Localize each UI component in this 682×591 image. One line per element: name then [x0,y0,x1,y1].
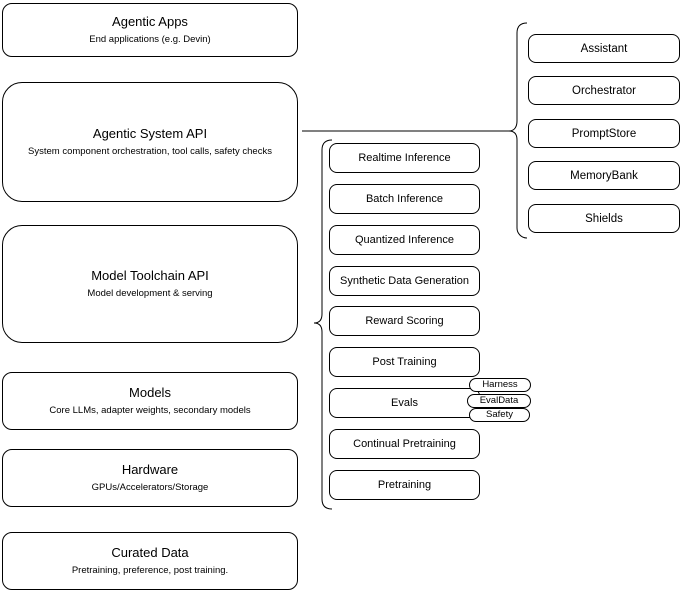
node-orchestrator: Orchestrator [528,76,680,105]
node-realtime-inference: Realtime Inference [329,143,480,173]
node-label: Shields [585,212,623,225]
tag-evaldata: EvalData [467,394,531,408]
tag-label: Harness [482,379,518,390]
box-title: Agentic Apps [112,14,188,29]
node-quantized-inference: Quantized Inference [329,225,480,255]
box-subtitle: System component orchestration, tool cal… [28,146,272,157]
tag-harness: Harness [469,378,531,392]
node-synthetic-data-generation: Synthetic Data Generation [329,266,480,296]
node-evals: Evals [329,388,480,418]
node-label: Realtime Inference [358,152,451,164]
box-model-toolchain-api: Model Toolchain API Model development & … [2,225,298,343]
box-title: Models [129,385,171,400]
node-label: Continual Pretraining [353,438,456,450]
node-label: Evals [391,397,418,409]
box-curated-data: Curated Data Pretraining, preference, po… [2,532,298,590]
node-label: Post Training [372,356,437,368]
node-batch-inference: Batch Inference [329,184,480,214]
box-subtitle: Pretraining, preference, post training. [71,565,229,576]
brace-system-group [508,22,528,239]
node-label: PromptStore [571,127,637,140]
box-agentic-apps: Agentic Apps End applications (e.g. Devi… [2,3,298,57]
box-subtitle: GPUs/Accelerators/Storage [91,482,209,493]
node-label: MemoryBank [570,169,638,182]
box-subtitle: Model development & serving [87,288,213,299]
box-title: Model Toolchain API [91,268,209,283]
box-subtitle: End applications (e.g. Devin) [89,34,211,45]
box-title: Curated Data [111,545,189,560]
box-hardware: Hardware GPUs/Accelerators/Storage [2,449,298,507]
node-reward-scoring: Reward Scoring [329,306,480,336]
node-assistant: Assistant [528,34,680,63]
tag-label: EvalData [479,395,519,406]
node-continual-pretraining: Continual Pretraining [329,429,480,459]
node-label: Reward Scoring [365,315,444,327]
node-memorybank: MemoryBank [528,161,680,190]
node-label: Batch Inference [365,193,444,205]
box-agentic-system-api: Agentic System API System component orch… [2,82,298,202]
tag-label: Safety [486,409,513,420]
node-promptstore: PromptStore [528,119,680,148]
box-title: Hardware [121,462,179,477]
node-label: Quantized Inference [354,234,455,246]
node-label: Pretraining [377,479,432,491]
box-title: Agentic System API [92,126,208,141]
node-shields: Shields [528,204,680,233]
node-label: Orchestrator [572,84,636,97]
tag-safety: Safety [469,408,530,422]
node-post-training: Post Training [329,347,480,377]
node-pretraining: Pretraining [329,470,480,500]
brace-toolchain-group [313,139,333,510]
node-label: Synthetic Data Generation [339,275,470,287]
box-models: Models Core LLMs, adapter weights, secon… [2,372,298,430]
node-label: Assistant [580,42,628,55]
box-subtitle: Core LLMs, adapter weights, secondary mo… [49,405,251,416]
